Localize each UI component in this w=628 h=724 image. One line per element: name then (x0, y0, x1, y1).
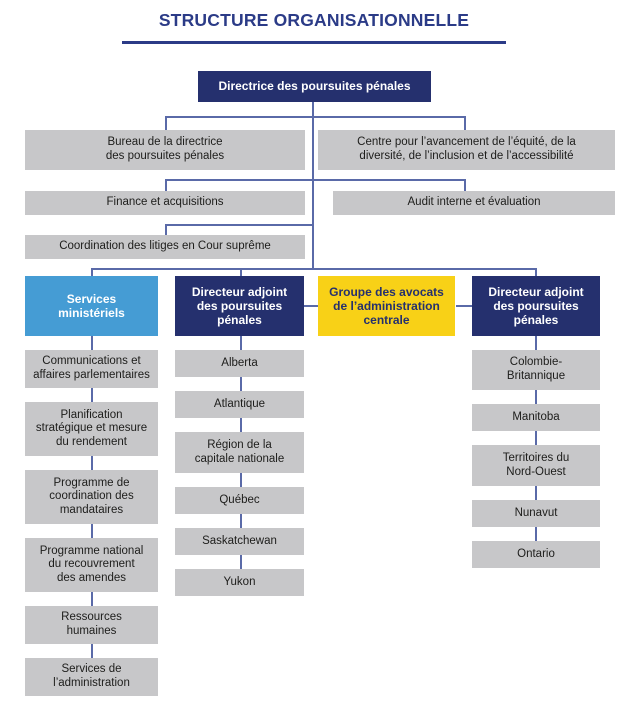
node-region-capitale-nationale[interactable]: Région de la capitale nationale (175, 432, 304, 473)
node-branch-header-directeur-adjoint-2[interactable]: Directeur adjoint des poursuites pénales (472, 276, 600, 336)
connector-branch-drop-1 (91, 268, 93, 276)
node-services-administration[interactable]: Services de l’administration (25, 658, 158, 696)
connector-row3-left-drop (165, 179, 167, 191)
connector-yellow-right-link (456, 305, 472, 307)
connector-col4-seg-3 (535, 431, 537, 445)
connector-row4-left-drop (165, 224, 167, 235)
connector-col1-seg-4 (91, 524, 93, 538)
connector-branch-drop-4 (535, 268, 537, 276)
connector-row4-bus (165, 224, 313, 226)
connector-col4-seg-2 (535, 390, 537, 404)
node-saskatchewan[interactable]: Saskatchewan (175, 528, 304, 555)
connector-col2-seg-2 (240, 377, 242, 391)
node-planification-strategique[interactable]: Planification stratégique et mesure du r… (25, 402, 158, 456)
connector-col4-seg-5 (535, 527, 537, 541)
connector-col2-seg-1 (240, 336, 242, 350)
connector-row3-bus (165, 179, 465, 181)
node-ontario[interactable]: Ontario (472, 541, 600, 568)
node-manitoba[interactable]: Manitoba (472, 404, 600, 431)
node-branch-header-services-ministeriels[interactable]: Services ministériels (25, 276, 158, 336)
connector-col1-seg-1 (91, 336, 93, 350)
node-quebec[interactable]: Québec (175, 487, 304, 514)
node-branch-header-directeur-adjoint-1[interactable]: Directeur adjoint des poursuites pénales (175, 276, 304, 336)
node-root-directrice[interactable]: Directrice des poursuites pénales (198, 71, 431, 102)
node-colombie-britannique[interactable]: Colombie- Britannique (472, 350, 600, 390)
title-underline (122, 41, 506, 44)
connector-row3-right-drop (464, 179, 466, 191)
connector-row2-right-drop (464, 116, 466, 130)
connector-col2-seg-5 (240, 514, 242, 528)
node-nunavut[interactable]: Nunavut (472, 500, 600, 527)
node-atlantique[interactable]: Atlantique (175, 391, 304, 418)
connector-yellow-left-link (303, 305, 318, 307)
connector-col1-seg-3 (91, 456, 93, 470)
connector-col2-seg-4 (240, 473, 242, 487)
connector-row2-bus (165, 116, 465, 118)
node-bureau-directrice[interactable]: Bureau de la directrice des poursuites p… (25, 130, 305, 170)
connector-col4-seg-4 (535, 486, 537, 500)
node-alberta[interactable]: Alberta (175, 350, 304, 377)
node-programme-national-recouvrement[interactable]: Programme national du recouvrement des a… (25, 538, 158, 592)
node-yukon[interactable]: Yukon (175, 569, 304, 596)
node-territoires-nord-ouest[interactable]: Territoires du Nord-Ouest (472, 445, 600, 486)
connector-col1-seg-6 (91, 644, 93, 658)
connector-row2-left-drop (165, 116, 167, 130)
connector-col2-seg-6 (240, 555, 242, 569)
connector-col1-seg-5 (91, 592, 93, 606)
node-communications-affaires-parlementaires[interactable]: Communications et affaires parlementaire… (25, 350, 158, 388)
page-title: STRUCTURE ORGANISATIONNELLE (158, 10, 470, 30)
connector-branch-bus (91, 268, 536, 270)
connector-branch-drop-2 (240, 268, 242, 276)
connector-root-stem (312, 102, 314, 269)
connector-col2-seg-3 (240, 418, 242, 432)
node-centre-equite[interactable]: Centre pour l’avancement de l’équité, de… (318, 130, 615, 170)
connector-col4-seg-1 (535, 336, 537, 350)
node-finance-acquisitions[interactable]: Finance et acquisitions (25, 191, 305, 215)
node-audit-interne[interactable]: Audit interne et évaluation (333, 191, 615, 215)
node-branch-header-groupe-avocats[interactable]: Groupe des avocats de l’administration c… (318, 276, 455, 336)
node-ressources-humaines[interactable]: Ressources humaines (25, 606, 158, 644)
node-programme-coordination-mandataires[interactable]: Programme de coordination des mandataire… (25, 470, 158, 524)
connector-col1-seg-2 (91, 388, 93, 402)
node-coordination-litiges[interactable]: Coordination des litiges en Cour suprême (25, 235, 305, 259)
